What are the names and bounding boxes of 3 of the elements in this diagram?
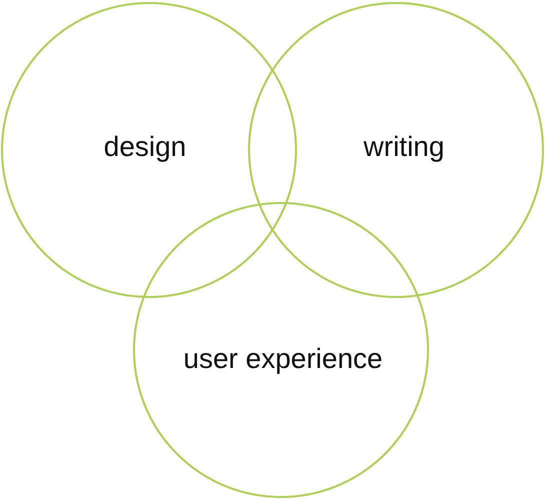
circle-label: user experience [183,343,383,375]
circle-label: writing [364,131,444,163]
circle-label: design [104,131,186,163]
